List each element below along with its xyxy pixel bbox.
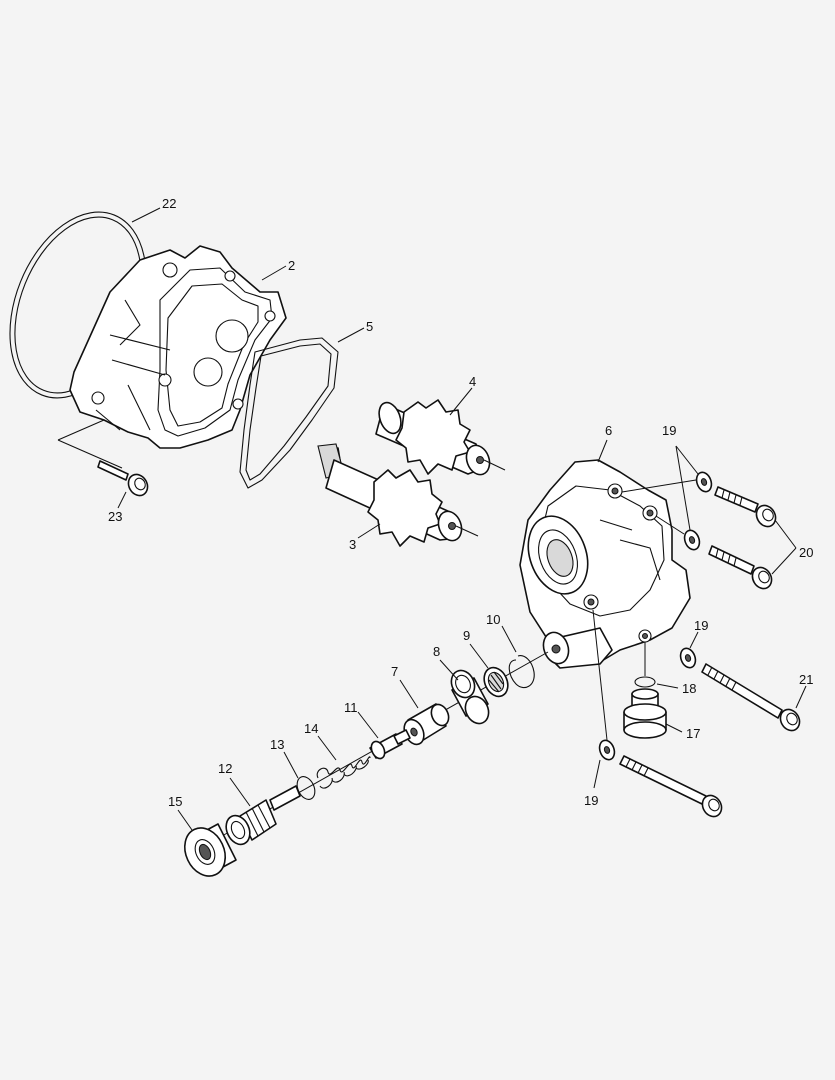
part-21-long-bolt: [701, 663, 801, 732]
leader-23a: [57, 419, 105, 441]
callout-13: 13: [270, 737, 284, 752]
callout-12: 12: [218, 761, 232, 776]
callout-5: 5: [366, 319, 373, 334]
part-10-snap-ring: [508, 655, 535, 689]
part-4-idler-gear: [375, 399, 506, 476]
callout-22: 22: [162, 196, 176, 211]
callout-14: 14: [304, 721, 318, 736]
leader-bolt-path-a: [621, 479, 697, 493]
leader-10: [501, 625, 517, 653]
callout-6: 6: [605, 423, 612, 438]
callout-23: 23: [108, 509, 122, 524]
callout-2: 2: [288, 258, 295, 273]
leader-21: [795, 685, 807, 709]
leader-6: [597, 439, 608, 463]
part-7-valve-piston: [403, 703, 450, 746]
callout-8: 8: [433, 644, 440, 659]
callout-18: 18: [682, 681, 696, 696]
lower-bolt-axis: [592, 609, 608, 741]
part-12-adjuster-plug: [225, 785, 301, 846]
part-9-filter-screen: [483, 666, 509, 698]
callout-15: 15: [168, 794, 182, 809]
part-19-washer-right: [679, 647, 697, 669]
part-15-nut: [183, 823, 237, 877]
leader-2: [261, 265, 287, 281]
part-20-bolt-upper-a: [714, 486, 777, 528]
leader-bolt-path-b: [655, 515, 685, 535]
leader-19b: [689, 631, 699, 649]
leader-19a-2: [675, 445, 691, 531]
leader-23: [117, 491, 127, 509]
leader-23b: [57, 439, 123, 469]
part-23-bolt: [97, 460, 149, 497]
leader-5: [337, 327, 365, 343]
leader-11: [357, 711, 379, 739]
part-20-bolt-upper-b: [708, 545, 773, 590]
part-5-gasket: [239, 337, 339, 489]
leader-7: [399, 679, 419, 709]
callout-19-upper: 19: [662, 423, 676, 438]
part-18-small-oring: [634, 676, 656, 688]
part-19-washer-lower: [598, 739, 616, 761]
callout-11: 11: [344, 700, 358, 715]
part-lower-long-bolt: [619, 755, 723, 818]
leader-9: [469, 643, 489, 669]
leader-15: [177, 809, 193, 831]
leader-8: [439, 659, 459, 681]
leader-3: [357, 523, 381, 539]
leader-12: [229, 777, 251, 807]
callout-19-lower: 19: [584, 793, 598, 808]
leader-17: [665, 723, 683, 733]
callout-7: 7: [391, 664, 398, 679]
leader-20b: [771, 547, 797, 575]
part-19-washer-upper-a: [695, 471, 713, 493]
part-8-sleeve: [450, 669, 490, 725]
part-6-pump-body: [519, 459, 691, 669]
part-11-spring-seat: [369, 729, 411, 760]
leader-14: [317, 735, 337, 761]
leader-20a: [774, 519, 797, 549]
leader-22: [131, 207, 161, 223]
callout-10: 10: [486, 612, 500, 627]
callout-3: 3: [349, 537, 356, 552]
part-3-drive-gear: [317, 443, 479, 547]
callout-21: 21: [799, 672, 813, 687]
callout-17: 17: [686, 726, 700, 741]
leader-4: [449, 387, 473, 416]
part-19-washer-upper-b: [683, 529, 701, 551]
part-17-plug: [623, 688, 667, 739]
callout-4: 4: [469, 374, 476, 389]
leader-18: [656, 683, 679, 689]
leader-19c: [593, 759, 601, 789]
part-14-spring: [316, 756, 371, 789]
callout-20: 20: [799, 545, 813, 560]
part-2-pump-cover: [69, 245, 287, 449]
leader-13: [283, 751, 299, 779]
callout-19-right: 19: [694, 618, 708, 633]
leader-19a-1: [675, 445, 699, 475]
callout-9: 9: [463, 628, 470, 643]
